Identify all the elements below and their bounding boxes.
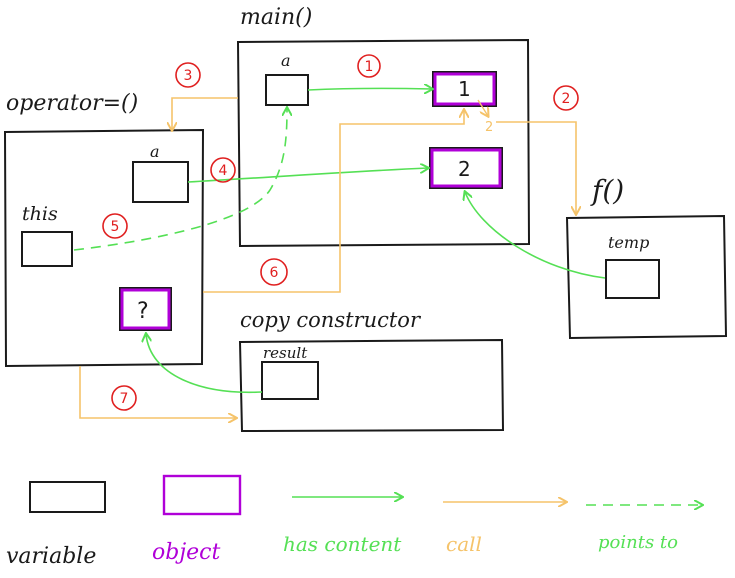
var-main-a: a (265, 51, 309, 106)
legend-object: object (152, 474, 242, 565)
svg-text:3: 3 (184, 68, 193, 84)
var-op-a: a (132, 142, 189, 203)
step-badge-5: 5 (102, 213, 128, 239)
legend-points-to-label: points to (598, 532, 678, 553)
object-question-value: ? (137, 299, 149, 324)
legend-call: call (443, 502, 566, 556)
step-badge-1: 1 (357, 54, 381, 78)
svg-text:4: 4 (219, 163, 228, 179)
var-op-this: this (21, 203, 73, 267)
arrow-main-a-to-obj1 (307, 88, 432, 90)
legend-variable: variable (6, 481, 106, 569)
frame-f: f() (565, 174, 728, 340)
var-op-this-label: this (22, 203, 58, 225)
frame-copy-title: copy constructor (240, 308, 422, 332)
arrow-result-to-obj-question (146, 334, 263, 394)
var-copy-result: result (261, 344, 319, 400)
var-f-temp-label: temp (608, 233, 649, 252)
object-2-value: 2 (458, 157, 471, 181)
svg-text:7: 7 (120, 391, 129, 407)
svg-text:6: 6 (270, 265, 279, 281)
arrow-temp-to-obj2 (465, 192, 606, 279)
object-1-value: 1 (458, 77, 471, 101)
frame-operator-title: operator=() (6, 91, 138, 116)
annotation-two: 2 (485, 120, 493, 135)
object-question: ? (119, 287, 172, 331)
arrow-op-a-to-obj2 (187, 168, 428, 183)
step-badge-6: 6 (260, 258, 288, 286)
legend-has-content: has content (283, 497, 402, 556)
frame-f-title: f() (590, 174, 624, 207)
step-badge-3: 3 (175, 62, 201, 88)
legend: variable object has content call points … (6, 474, 702, 569)
legend-has-content-label: has content (283, 532, 402, 556)
frame-copy-constructor: copy constructor (238, 308, 505, 433)
var-main-a-label: a (281, 51, 291, 70)
svg-text:2: 2 (562, 91, 571, 107)
frame-main: main() (236, 5, 531, 248)
var-op-a-label: a (150, 142, 160, 161)
arrow-call-f (496, 121, 576, 214)
arrow-call-from-op-to-obj1 (203, 110, 464, 293)
legend-call-label: call (446, 532, 482, 556)
arrow-call-operator (172, 97, 238, 130)
arrow-obj1-internal (477, 99, 488, 116)
svg-text:5: 5 (111, 219, 120, 235)
frame-operator: operator=() (3, 91, 205, 368)
legend-variable-label: variable (6, 544, 96, 569)
step-badge-2: 2 (553, 85, 579, 111)
arrow-this-points-to-main-a (73, 108, 287, 251)
step-badge-4: 4 (210, 157, 236, 183)
object-2: 2 (429, 147, 503, 189)
legend-points-to: points to (586, 505, 702, 553)
arrow-call-copy-constructor (79, 366, 236, 418)
var-copy-result-label: result (263, 344, 308, 362)
frame-main-title: main() (240, 5, 312, 30)
var-f-temp: temp (605, 233, 660, 299)
step-badge-7: 7 (111, 385, 137, 411)
svg-text:1: 1 (365, 59, 374, 75)
legend-object-label: object (152, 540, 220, 565)
object-1: 1 (432, 71, 497, 107)
